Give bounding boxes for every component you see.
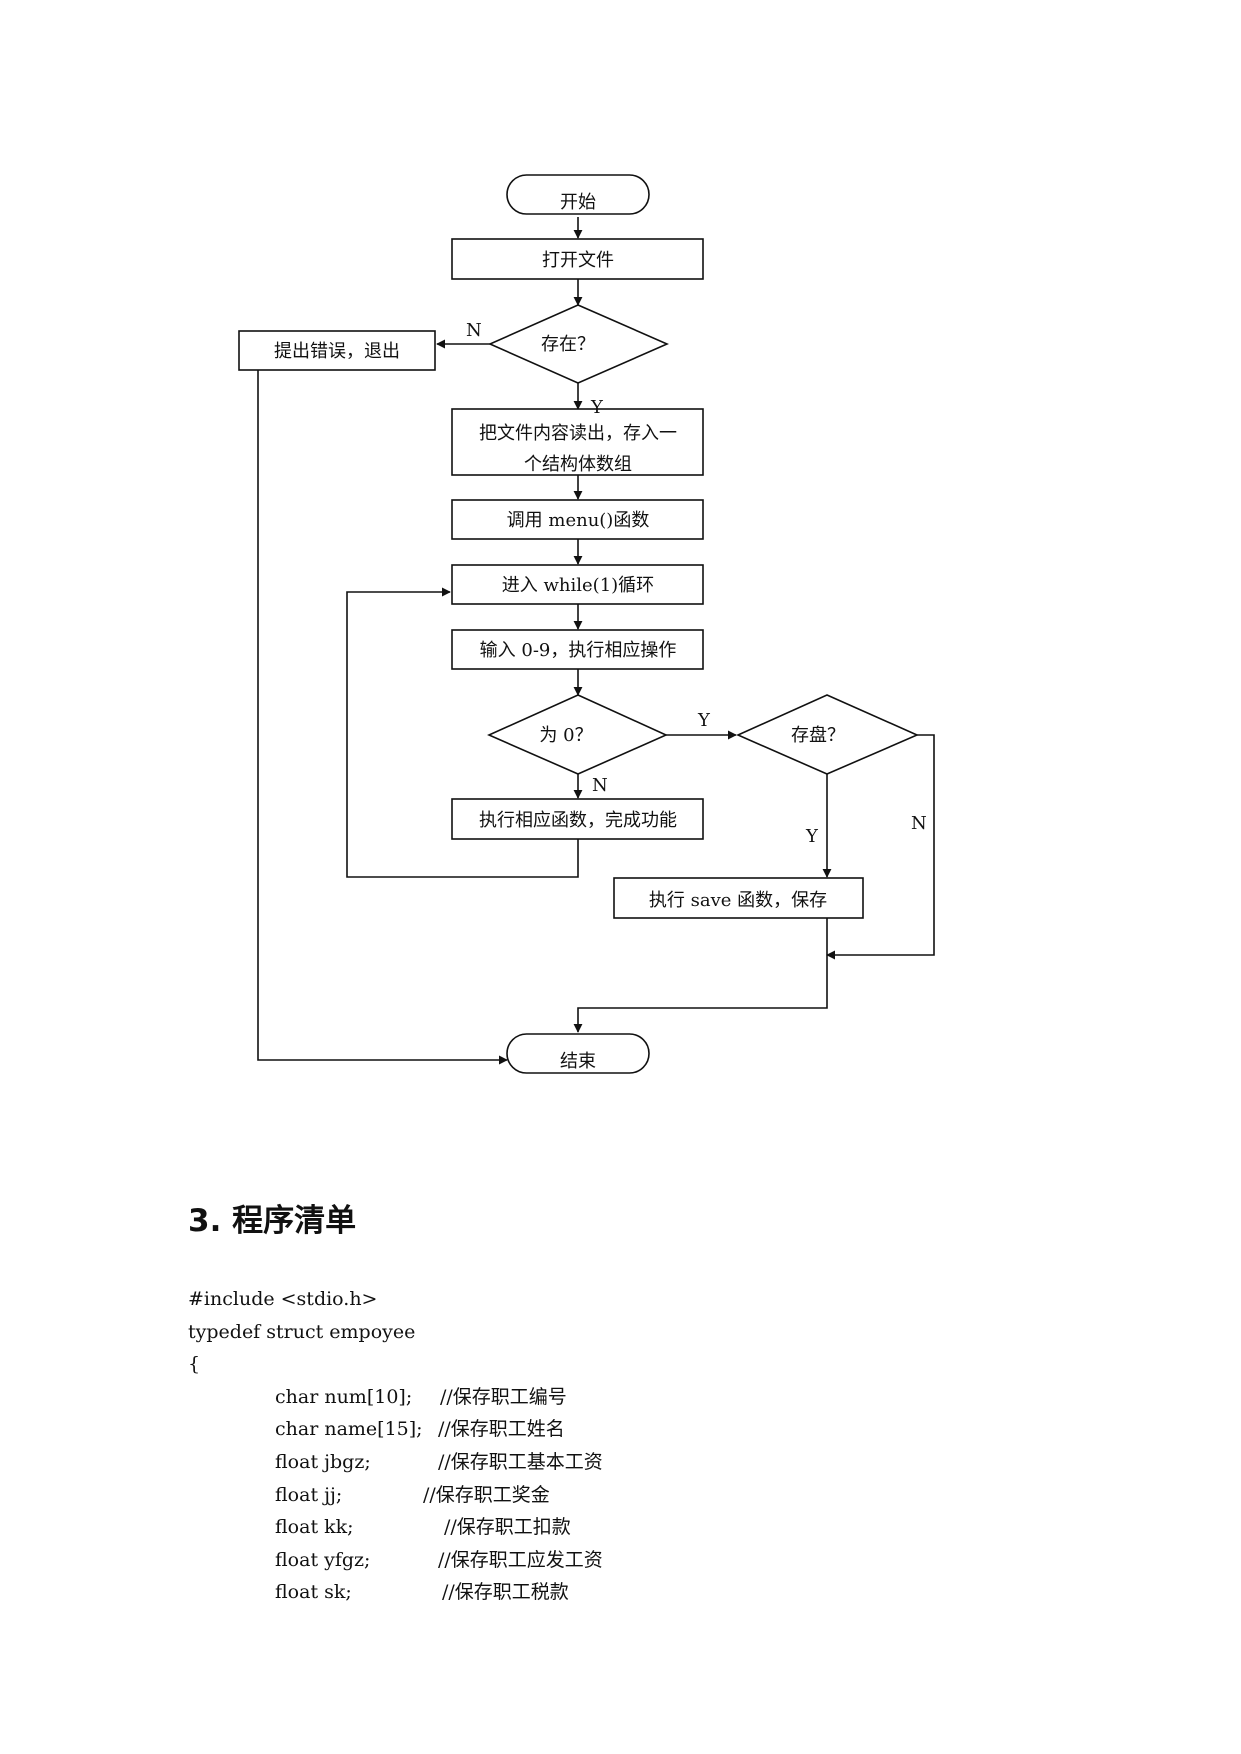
end-label: 结束 <box>560 1051 596 1072</box>
call-menu-box <box>451 499 704 540</box>
struct-field: char num[10]; //保存职工编号 <box>188 1381 567 1414</box>
connector-exec-loop-back <box>346 587 579 878</box>
include-line: #include <stdio.h> <box>188 1288 378 1310</box>
code-listing: #include <stdio.h> typedef struct empoye… <box>188 1283 603 1609</box>
error-exit-box <box>238 330 436 371</box>
call-menu-label: 调用 menu()函数 <box>507 510 650 531</box>
while-loop-box <box>451 564 704 605</box>
error-exit-label: 提出错误，退出 <box>274 341 400 362</box>
field-comment: //保存职工扣款 <box>444 1516 571 1539</box>
save-yes-label: Y <box>805 826 819 847</box>
connector-save-no-to-merge <box>826 734 935 960</box>
exec-function-box <box>451 798 704 840</box>
open-file-label: 打开文件 <box>542 250 614 271</box>
section-heading: 3. 程序清单 <box>188 1203 357 1239</box>
struct-field: float kk; //保存职工扣款 <box>188 1511 571 1544</box>
exists-no-label: N <box>466 320 482 341</box>
exists-decision-label: 存在？ <box>541 334 595 355</box>
field-declaration: char num[10]; <box>275 1385 413 1408</box>
read-content-box <box>451 408 704 476</box>
is-zero-decision-label: 为 0？ <box>539 725 592 746</box>
field-comment: //保存职工编号 <box>440 1385 567 1408</box>
flow-connectors <box>257 217 935 1065</box>
save-decision-diamond <box>736 694 919 775</box>
field-declaration: float jj; <box>275 1483 343 1506</box>
typedef-line: typedef struct empoyee <box>188 1320 416 1343</box>
is-zero-decision-diamond <box>487 694 668 775</box>
exists-decision-diamond <box>488 304 669 384</box>
zero-yes-label: Y <box>697 710 711 731</box>
zero-no-label: N <box>592 775 608 796</box>
exec-save-box <box>613 877 864 919</box>
flow-shapes <box>238 174 919 1074</box>
field-declaration: float jbgz; <box>275 1450 371 1473</box>
flow-labels: 开始 打开文件 存在？ 提出错误，退出 把文件内容读出，存入一 个结构体数组 调… <box>274 192 927 1072</box>
field-comment: //保存职工税款 <box>442 1581 569 1604</box>
save-no-label: N <box>911 813 927 834</box>
field-declaration: float kk; <box>275 1516 354 1539</box>
struct-field: float jbgz; //保存职工基本工资 <box>188 1446 603 1479</box>
exists-yes-label: Y <box>590 397 604 418</box>
program-flowchart: 开始 打开文件 存在？ 提出错误，退出 把文件内容读出，存入一 个结构体数组 调… <box>238 174 935 1074</box>
field-comment: //保存职工姓名 <box>438 1418 565 1441</box>
struct-field: float yfgz; //保存职工应发工资 <box>188 1544 603 1577</box>
field-declaration: float yfgz; <box>275 1548 371 1571</box>
start-terminal <box>506 174 650 215</box>
save-decision-label: 存盘？ <box>791 725 845 746</box>
start-label: 开始 <box>560 192 596 213</box>
read-content-label-line2: 个结构体数组 <box>524 454 632 475</box>
struct-field: float sk; //保存职工税款 <box>188 1576 569 1609</box>
field-declaration: float sk; <box>275 1581 352 1604</box>
field-comment: //保存职工基本工资 <box>438 1450 603 1473</box>
read-content-label-line1: 把文件内容读出，存入一 <box>479 423 677 444</box>
field-comment: //保存职工应发工资 <box>438 1548 603 1571</box>
connector-error-to-end <box>257 370 508 1065</box>
while-loop-label: 进入 while(1)循环 <box>502 575 654 596</box>
open-file-box <box>451 238 704 280</box>
exec-save-label: 执行 save 函数，保存 <box>649 890 827 911</box>
struct-field: char name[15]; //保存职工姓名 <box>188 1413 565 1446</box>
field-declaration: char name[15]; <box>275 1418 423 1441</box>
exec-function-label: 执行相应函数，完成功能 <box>479 810 677 831</box>
end-terminal <box>506 1033 650 1074</box>
field-comment: //保存职工奖金 <box>423 1483 550 1506</box>
open-brace-line: { <box>188 1353 201 1376</box>
input-choice-label: 输入 0-9，执行相应操作 <box>480 640 677 661</box>
struct-field: float jj; //保存职工奖金 <box>188 1479 550 1512</box>
connector-merge-to-end <box>573 918 828 1033</box>
input-choice-box <box>451 629 704 670</box>
